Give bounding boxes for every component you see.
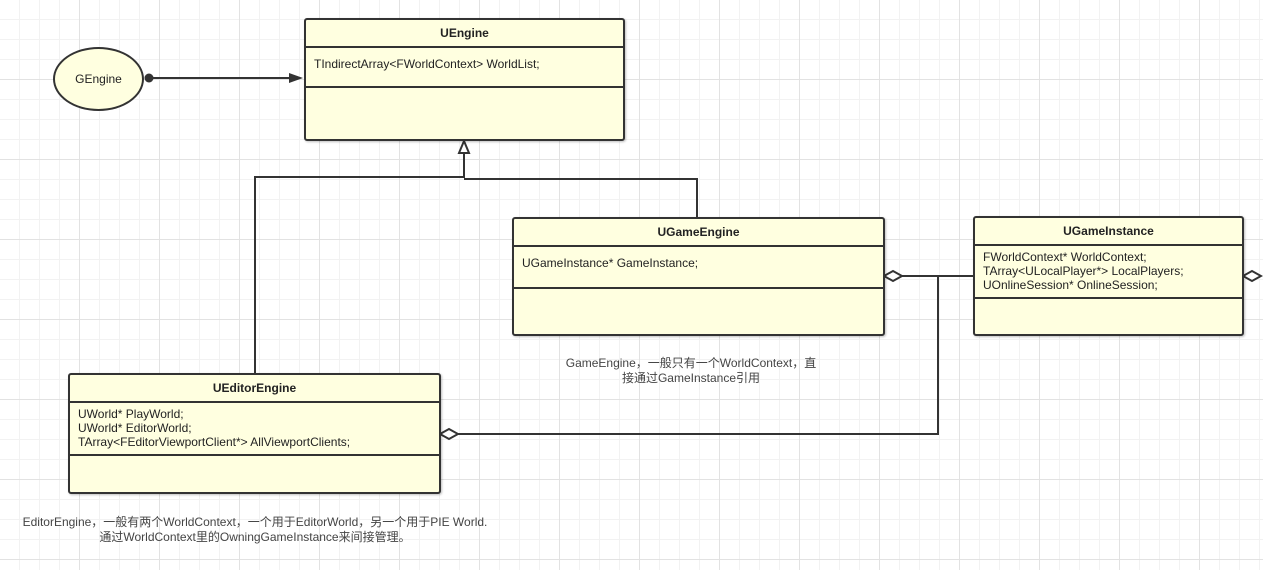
gengine-node[interactable]: GEngine (53, 47, 144, 111)
attribute: UGameInstance* GameInstance; (522, 256, 699, 270)
gengine-label: GEngine (75, 72, 122, 86)
attribute: TIndirectArray<FWorldContext> WorldList; (314, 57, 540, 71)
generalization-connector[interactable] (254, 138, 698, 374)
attribute: UWorld* EditorWorld; (78, 421, 192, 435)
uengine-class[interactable]: UEngine TIndirectArray<FWorldContext> Wo… (304, 18, 625, 141)
ugameinstance-attributes: FWorldContext* WorldContext; TArray<ULoc… (975, 246, 1242, 299)
ueditorengine-title: UEditorEngine (70, 375, 439, 403)
note-line: GameEngine，一般只有一个WorldContext，直 (565, 356, 817, 370)
attribute: TArray<FEditorViewportClient*> AllViewpo… (78, 435, 351, 449)
uengine-attributes: TIndirectArray<FWorldContext> WorldList; (306, 48, 623, 88)
ugameengine-attributes: UGameInstance* GameInstance; (514, 247, 883, 289)
attribute: UOnlineSession* OnlineSession; (983, 278, 1158, 292)
note-line: 接通过GameInstance引用 (621, 371, 761, 385)
note-line: 通过WorldContext里的OwningGameInstance来间接管理。 (99, 530, 411, 544)
aggregation-connectors[interactable] (437, 269, 1263, 441)
ugameinstance-class[interactable]: UGameInstance FWorldContext* WorldContex… (973, 216, 1244, 336)
ueditorengine-attributes: UWorld* PlayWorld; UWorld* EditorWorld; … (70, 403, 439, 456)
game-engine-note[interactable]: GameEngine，一般只有一个WorldContext，直 接通过GameI… (562, 356, 820, 386)
attribute: TArray<ULocalPlayer*> LocalPlayers; (983, 264, 1184, 278)
ugameengine-title: UGameEngine (514, 219, 883, 247)
ugameinstance-title: UGameInstance (975, 218, 1242, 246)
editor-engine-note[interactable]: EditorEngine，一般有两个WorldContext，一个用于Edito… (18, 515, 492, 545)
gengine-association[interactable] (144, 73, 304, 83)
note-line: EditorEngine，一般有两个WorldContext，一个用于Edito… (22, 515, 488, 529)
attribute: FWorldContext* WorldContext; (983, 250, 1147, 264)
ueditorengine-class[interactable]: UEditorEngine UWorld* PlayWorld; UWorld*… (68, 373, 441, 494)
ugameengine-class[interactable]: UGameEngine UGameInstance* GameInstance; (512, 217, 885, 336)
uengine-title: UEngine (306, 20, 623, 48)
attribute: UWorld* PlayWorld; (78, 407, 184, 421)
